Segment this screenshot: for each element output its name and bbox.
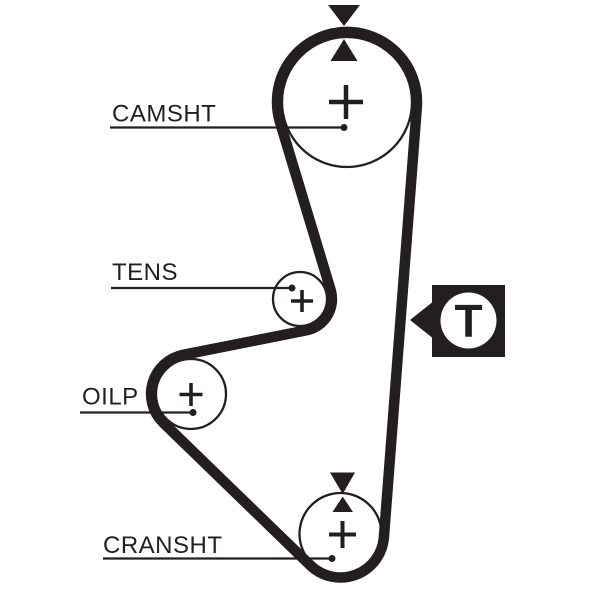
camsht-pulley-group: CAMSHT (110, 85, 363, 131)
cransht-pulley-group: CRANSHT (103, 521, 356, 562)
cransht-label: CRANSHT (103, 532, 223, 559)
tension-icon-arrow-left (410, 302, 432, 338)
camsht-leader-dot (340, 124, 348, 131)
cransht-leader-dot (328, 555, 336, 562)
oilp-pulley-group: OILP (80, 383, 203, 416)
cransht-mark-lower-triangle-up-icon (332, 496, 353, 512)
tens-leader-dot (288, 284, 296, 292)
cransht-mark-upper-triangle-down-icon (330, 472, 355, 494)
tension-icon-letter: T (454, 295, 482, 347)
belt-tension-indicator: T (410, 285, 505, 357)
camsht-label: CAMSHT (112, 101, 216, 128)
tension-icon-circle (440, 292, 497, 349)
camsht-mark-lower-triangle-up-icon (330, 39, 358, 61)
tens-pulley-circle (271, 270, 329, 328)
oilp-leader-dot (189, 409, 197, 416)
tens-pulley-group: TENS (111, 259, 313, 312)
timing-belt (145, 26, 423, 583)
tens-label: TENS (112, 259, 178, 286)
camsht-mark-upper-triangle-down-icon (328, 5, 360, 26)
oilp-label: OILP (82, 384, 139, 411)
